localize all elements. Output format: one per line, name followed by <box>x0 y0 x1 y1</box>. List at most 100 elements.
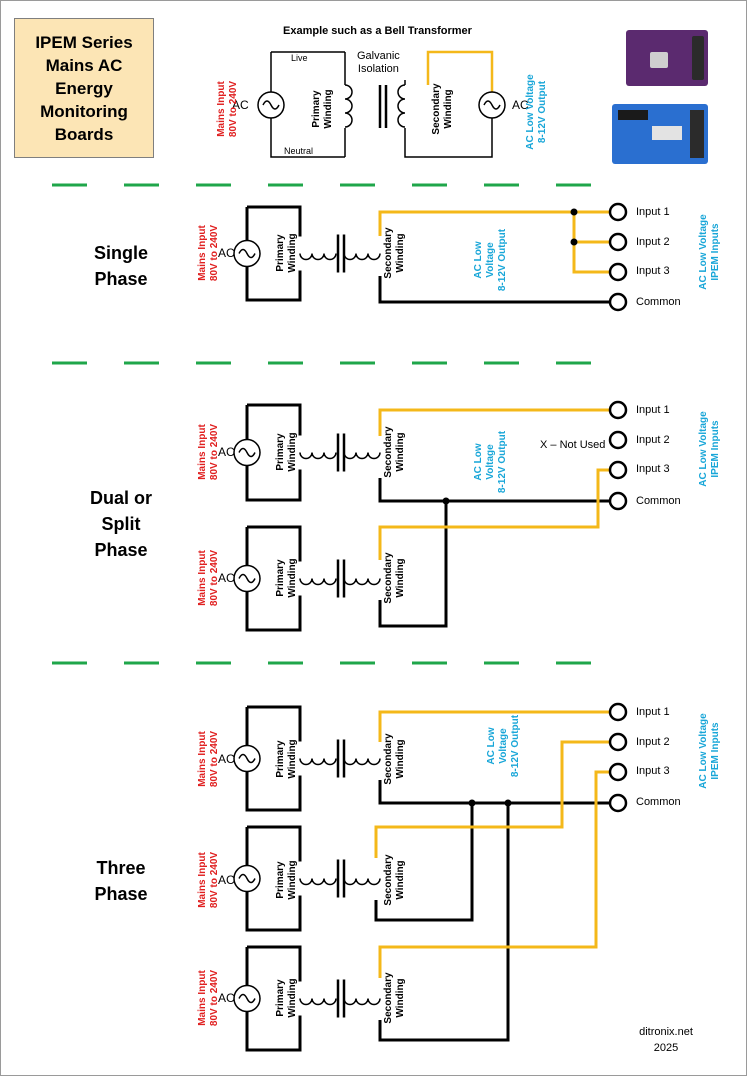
ac-label: AC <box>218 445 235 459</box>
primary-winding-label: Primary Winding <box>275 558 298 598</box>
primary-winding-label: Primary Winding <box>275 860 298 900</box>
primary-coil <box>299 998 337 1006</box>
sine-icon <box>238 873 256 884</box>
ac-label: AC <box>218 752 235 766</box>
example-live-out <box>426 50 494 92</box>
live-wires <box>374 50 610 978</box>
primary-coil <box>299 253 337 261</box>
secondary-coil <box>343 998 381 1006</box>
terminal-icon <box>608 460 628 480</box>
example-ac-right: AC <box>512 98 529 112</box>
input-terminals <box>608 202 628 813</box>
example-mains-label: Mains Input 80V to 240V <box>216 80 239 138</box>
sine-icon <box>238 573 256 584</box>
junction-dot <box>504 799 512 807</box>
footer-year: 2025 <box>653 1042 679 1054</box>
sine-icon <box>262 100 280 110</box>
three-low-voltage-label: AC Low Voltage 8-12V Output <box>486 714 521 778</box>
terminal-icon <box>608 702 628 722</box>
secondary-winding-label: Secondary Winding <box>383 227 406 279</box>
junction-dot <box>570 208 578 216</box>
secondary-coil <box>343 758 381 766</box>
example-primary-coil <box>344 84 353 128</box>
single-common: Common <box>636 296 681 308</box>
primary-winding-label: Primary Winding <box>275 739 298 779</box>
single-input-3: Input 3 <box>636 265 670 277</box>
junction-dots <box>442 208 578 807</box>
sine-icon <box>238 447 256 458</box>
galvanic-isolation-label: Galvanic Isolation <box>357 50 400 75</box>
dual-phase-title: Dual or Split Phase <box>89 488 152 560</box>
secondary-winding-label: Secondary Winding <box>383 552 406 604</box>
secondary-winding-label: Secondary Winding <box>383 426 406 478</box>
title-box: IPEM Series Mains AC Energy Monitoring B… <box>14 18 154 158</box>
primary-winding-label: Primary Winding <box>275 432 298 472</box>
example-caption: Example such as a Bell Transformer <box>283 25 472 37</box>
dual-not-used: X – Not Used <box>540 439 606 451</box>
live-label: Live <box>291 53 308 63</box>
example-primary-loop <box>270 51 345 158</box>
primary-winding-label: Primary Winding <box>275 233 298 273</box>
example-secondary-label: Secondary Winding <box>431 83 454 135</box>
sine-icon <box>238 993 256 1004</box>
board-photo-purple <box>626 30 708 86</box>
secondary-coil <box>343 253 381 261</box>
three-input-2: Input 2 <box>636 736 670 748</box>
sine-icon <box>238 753 256 764</box>
footer-site: ditronix.net <box>639 1026 693 1038</box>
single-phase-title: Single Phase <box>93 243 148 289</box>
terminal-icon <box>608 262 628 282</box>
single-low-voltage-label: AC Low Voltage 8-12V Output <box>473 228 508 292</box>
junction-dot <box>468 799 476 807</box>
secondary-coil <box>343 878 381 886</box>
terminal-icon <box>608 732 628 752</box>
ac-label: AC <box>218 991 235 1005</box>
dual-input-2: Input 2 <box>636 434 670 446</box>
three-common: Common <box>636 796 681 808</box>
page-title: IPEM Series Mains AC Energy Monitoring B… <box>35 32 133 144</box>
secondary-coil <box>343 452 381 460</box>
single-input-1: Input 1 <box>636 206 670 218</box>
three-phase-title: Three Phase <box>94 858 148 904</box>
terminal-icon <box>608 232 628 252</box>
dual-input-1: Input 1 <box>636 404 670 416</box>
primary-coil <box>299 452 337 460</box>
neutral-wires <box>245 51 610 1052</box>
secondary-winding-label: Secondary Winding <box>383 972 406 1024</box>
ac-label: AC <box>218 571 235 585</box>
sine-icon <box>238 248 256 259</box>
dual-low-voltage-label: AC Low Voltage 8-12V Output <box>473 430 508 494</box>
junction-dot <box>570 238 578 246</box>
sine-icon <box>483 100 501 110</box>
junction-dot <box>442 497 450 505</box>
ac-label: AC <box>218 246 235 260</box>
section-dividers <box>52 183 591 665</box>
secondary-winding-label: Secondary Winding <box>383 733 406 785</box>
single-input-2: Input 2 <box>636 236 670 248</box>
example-secondary-coil <box>397 84 406 128</box>
terminal-icon <box>608 793 628 813</box>
secondary-winding-label: Secondary Winding <box>383 854 406 906</box>
example-primary-label: Primary Winding <box>311 89 334 129</box>
terminal-icon <box>608 491 628 511</box>
example-ac-left: AC <box>232 98 249 112</box>
primary-coil <box>299 578 337 586</box>
neutral-label: Neutral <box>284 146 314 156</box>
terminal-icon <box>608 430 628 450</box>
transformer-components <box>233 84 506 1018</box>
primary-coil <box>299 758 337 766</box>
terminal-icon <box>608 400 628 420</box>
dual-ipem-inputs-label: AC Low Voltage IPEM Inputs <box>698 411 721 487</box>
primary-coil <box>299 878 337 886</box>
dual-common: Common <box>636 495 681 507</box>
secondary-coil <box>343 578 381 586</box>
ac-label: AC <box>218 873 235 887</box>
three-input-3: Input 3 <box>636 765 670 777</box>
example-output-label: AC Low Voltage 8-12V Output <box>525 74 548 150</box>
primary-winding-label: Primary Winding <box>275 978 298 1018</box>
terminal-icon <box>608 292 628 312</box>
three-ipem-inputs-label: AC Low Voltage IPEM Inputs <box>698 713 721 789</box>
terminal-icon <box>608 202 628 222</box>
board-photo-blue <box>612 104 708 164</box>
